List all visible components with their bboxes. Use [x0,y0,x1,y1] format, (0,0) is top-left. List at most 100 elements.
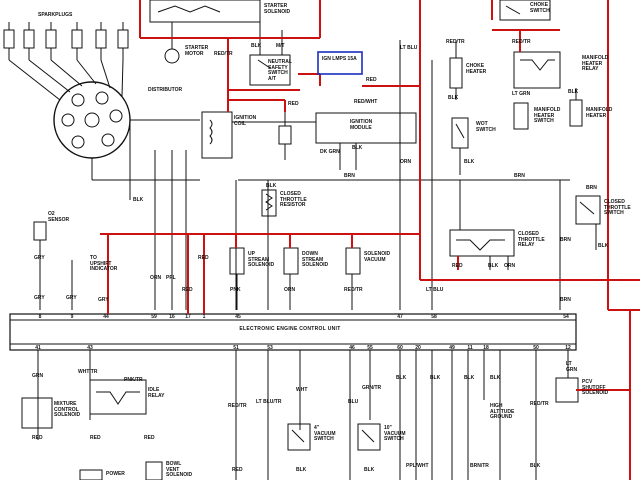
wire-label: BLK [448,95,459,101]
down-stream-solenoid [283,247,299,275]
neutral-safety-switch [249,54,291,86]
ecu-pin: 50 [533,345,539,351]
high-altitude-ground-label: HIGH ALTITUDE GROUND [490,403,515,420]
ecu-pin: 47 [397,314,403,320]
bowl-vent-solenoid-label: BOWL VENT SOLENOID [166,461,193,478]
wire-label: PNK/TR [124,377,143,383]
closed-throttle-resistor-label: CLOSED THROTTLE RESISTOR [280,191,307,208]
wire-label: BRN/TR [470,463,489,469]
ign-fuse-label: IGN LMPS 15A [322,56,357,62]
choke-switch-label: CHOKE SWITCH [530,2,550,14]
wire-label: BRN [514,173,525,179]
ecu-pin: 18 [483,345,489,351]
neutral-safety-switch-label: NEUTRAL SAFETY SWITCH A/T [268,59,292,82]
manifold-heater-relay [513,51,561,89]
sparkplugs [3,22,129,101]
pcv-shutoff-solenoid-label: PCV SHUTOFF SOLENOID [582,379,609,396]
wire-label: LT GRN [566,361,578,373]
closed-throttle-resistor [261,189,277,217]
ecu-pin: 51 [233,345,239,351]
ecu-pin: 49 [449,345,455,351]
solenoid-vacuum [345,247,361,275]
wire-label: RED/WHT [354,99,378,105]
wire-label: GRN/TR [362,385,382,391]
wire-label: PNK [230,287,241,293]
ecu-pin: 17 [185,314,191,320]
wire-label: DK GRN [320,149,340,155]
wire-label: BLU [348,399,359,405]
ignition-coil [201,111,233,159]
sparkplugs-label: SPARKPLUGS [38,12,73,18]
choke-heater [449,57,463,89]
power-box [79,469,103,480]
ignition-module-label: IGNITION MODULE [350,119,373,131]
mixture-control-solenoid [21,397,53,429]
ignition-module [315,112,417,144]
ecu-pin: 16 [169,314,175,320]
wire-label: GRY [98,297,109,303]
wire-label: PPL/WHT [406,463,429,469]
ignition-coil-label: IGNITION COIL [234,115,257,127]
wire-label: RED/TR [530,401,549,407]
wire-label: BRN [560,237,571,243]
ecu-pin: 11 [467,345,473,351]
idle-relay [89,379,147,415]
wire-label: BLK [598,243,609,249]
pcv-shutoff-solenoid [555,377,579,403]
wire-label: BLK [364,467,375,473]
wire-label: RED [232,467,243,473]
ecu-pin: 41 [35,345,41,351]
ecu-pin: 55 [367,345,373,351]
closed-throttle-switch [575,195,601,225]
wire-label: ORN [504,263,516,269]
wire-label: WHT/TR [78,369,98,375]
ecu-pin: 12 [565,345,571,351]
wire-label: BLK [251,43,262,49]
wire-label: GRY [34,295,45,301]
wire-label: RED/TR [446,39,465,45]
ecu-pin: 1 [202,314,206,320]
wire-label: BLK [430,375,441,381]
distributor-label: DISTRIBUTOR [148,87,183,93]
o2-sensor [33,221,47,241]
ecu-label: ELECTRONIC ENGINE CONTROL UNIT [239,326,341,332]
closed-throttle-switch-label: CLOSED THROTTLE SWITCH [604,199,631,216]
wire-label: ORN [150,275,162,281]
ecu-pin: 9 [70,314,74,320]
up-stream-solenoid [229,247,245,275]
wire-label: BLK [490,375,501,381]
ecu-pin: 8 [38,314,42,320]
wire-label: M/T [276,43,285,49]
ign-fuse-box [317,51,363,75]
wire-label: RED [144,435,155,441]
wire-label: RED [452,263,463,269]
mixture-control-solenoid-label: MIXTURE CONTROL SOLENOID [54,401,81,418]
manifold-heater-switch [513,102,529,130]
vacuum-switch-10-label: 10" VACUUM SWITCH [384,425,406,442]
manifold-heater [569,99,583,127]
ecu-pin: 59 [151,314,157,320]
manifold-heater-relay-label: MANIFOLD HEATER RELAY [582,55,609,72]
wire-label: ORN [400,159,412,165]
wire-label: BRN [560,297,571,303]
wire-label: BLK [464,159,475,165]
wire-label: RED [32,435,43,441]
ecu-pin: 58 [431,314,437,320]
wire-label: BLK [266,183,277,189]
distributor [53,81,200,181]
manifold-heater-switch-label: MANIFOLD HEATER SWITCH [534,107,561,124]
vacuum-switch-4 [287,423,311,451]
wire-label: RED [90,435,101,441]
idle-relay-label: IDLE RELAY [148,387,165,399]
wire-label: BLK [530,463,541,469]
wire-label: BLK [396,375,407,381]
wire-label: GRY [66,295,77,301]
wire-label: LT BLU [400,45,418,51]
wire-label: LT BLU [426,287,444,293]
starter-motor-label: STARTER MOTOR [185,45,209,57]
upshift-indicator-label: TO UPSHIFT INDICATOR [90,255,118,272]
ecu-pin: 43 [87,345,93,351]
choke-switch [499,0,551,21]
wire-label: BRN [586,185,597,191]
ecu-pin: 60 [397,345,403,351]
